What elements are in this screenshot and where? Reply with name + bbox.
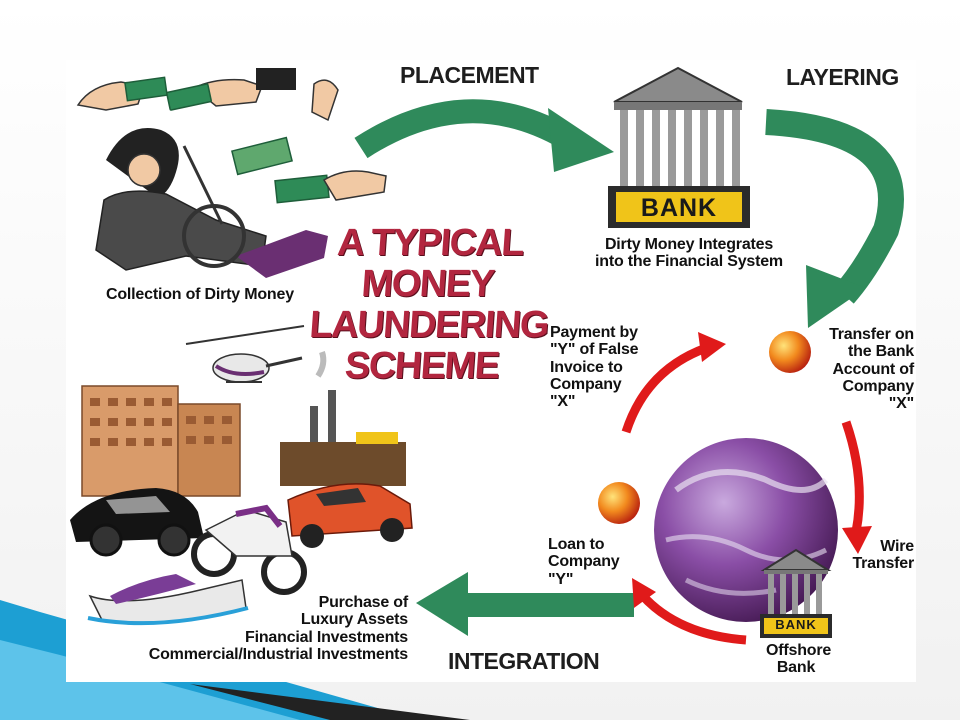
black-sports-car-icon	[70, 488, 204, 557]
orb-top-right-icon	[769, 331, 811, 373]
orb-left-icon	[598, 482, 640, 524]
collection-caption: Collection of Dirty Money	[106, 286, 294, 303]
title-line-4: SCHEME	[343, 345, 500, 387]
integration-arrow	[416, 572, 635, 636]
integration-label: INTEGRATION	[448, 648, 600, 674]
purchase-line-1: Purchase of	[318, 594, 409, 611]
cycle-arrows	[621, 332, 872, 645]
motorcycle-icon	[191, 504, 307, 595]
wire-transfer-caption: Wire Transfer	[838, 538, 914, 573]
loan-caption: Loan to Company "Y"	[548, 536, 620, 588]
purchase-line-3: Financial Investments	[245, 628, 408, 646]
layering-label: LAYERING	[786, 64, 899, 90]
money-hands-icon	[76, 68, 387, 204]
loan-line-1: Loan to	[548, 536, 605, 553]
offshore-line-1: Offshore	[766, 642, 832, 659]
title-line-2: MONEY	[360, 263, 495, 305]
diagram-graphics	[70, 66, 904, 645]
integrates-caption: Dirty Money Integrates into the Financia…	[574, 236, 804, 271]
title-line-3: LAUNDERING	[308, 304, 550, 346]
layering-arrow	[765, 109, 904, 328]
integrates-line-2: into the Financial System	[595, 253, 783, 271]
helicopter-icon	[185, 325, 305, 383]
payment-line-1: Payment by	[550, 324, 638, 341]
diagram-title: A TYPICAL MONEY LAUNDERING SCHEME	[305, 222, 550, 387]
transfer-line-5: "X"	[888, 395, 914, 413]
payment-line-3: Invoice to	[550, 358, 623, 376]
driver-in-car-icon	[95, 128, 328, 278]
jet-ski-icon	[87, 574, 249, 626]
bank-sign-label: BANK	[640, 194, 718, 222]
wire-line-2: Transfer	[852, 555, 914, 573]
purchase-caption: Purchase of Luxury Assets Financial Inve…	[102, 594, 408, 663]
transfer-caption: Transfer on the Bank Account of Company …	[794, 326, 914, 412]
payment-line-5: "X"	[550, 393, 576, 411]
loan-line-3: "Y"	[548, 570, 574, 588]
accent-wedge-dark	[190, 684, 470, 720]
luxury-assets-icon	[70, 325, 413, 626]
transfer-line-1: Transfer on	[829, 326, 914, 343]
payment-line-4: Company	[550, 375, 622, 393]
offshore-bank-icon	[760, 548, 832, 638]
diagram-panel: PLACEMENT LAYERING INTEGRATION BANK BANK…	[66, 60, 916, 682]
transfer-line-4: Company	[842, 377, 915, 395]
placement-label: PLACEMENT	[400, 62, 539, 88]
factory-icon	[280, 351, 406, 486]
offshore-line-2: Bank	[776, 659, 816, 677]
purchase-line-4: Commercial/Industrial Investments	[148, 645, 408, 663]
purchase-line-2: Luxury Assets	[300, 611, 408, 629]
payment-caption: Payment by "Y" of False Invoice to Compa…	[550, 324, 639, 411]
globe-icon	[654, 438, 838, 622]
offshore-bank-sign-label: BANK	[775, 617, 817, 632]
bank-building-icon	[608, 66, 750, 228]
payment-line-2: "Y" of False	[550, 341, 639, 359]
red-sports-car-icon	[287, 483, 413, 548]
offshore-caption: Offshore Bank	[766, 642, 832, 677]
wire-line-1: Wire	[880, 538, 914, 555]
placement-arrow	[354, 99, 614, 172]
transfer-line-2: the Bank	[848, 343, 914, 361]
integrates-line-1: Dirty Money Integrates	[604, 236, 774, 253]
loan-line-2: Company	[548, 553, 620, 571]
title-line-1: A TYPICAL	[336, 222, 525, 264]
transfer-line-3: Account of	[832, 360, 914, 378]
